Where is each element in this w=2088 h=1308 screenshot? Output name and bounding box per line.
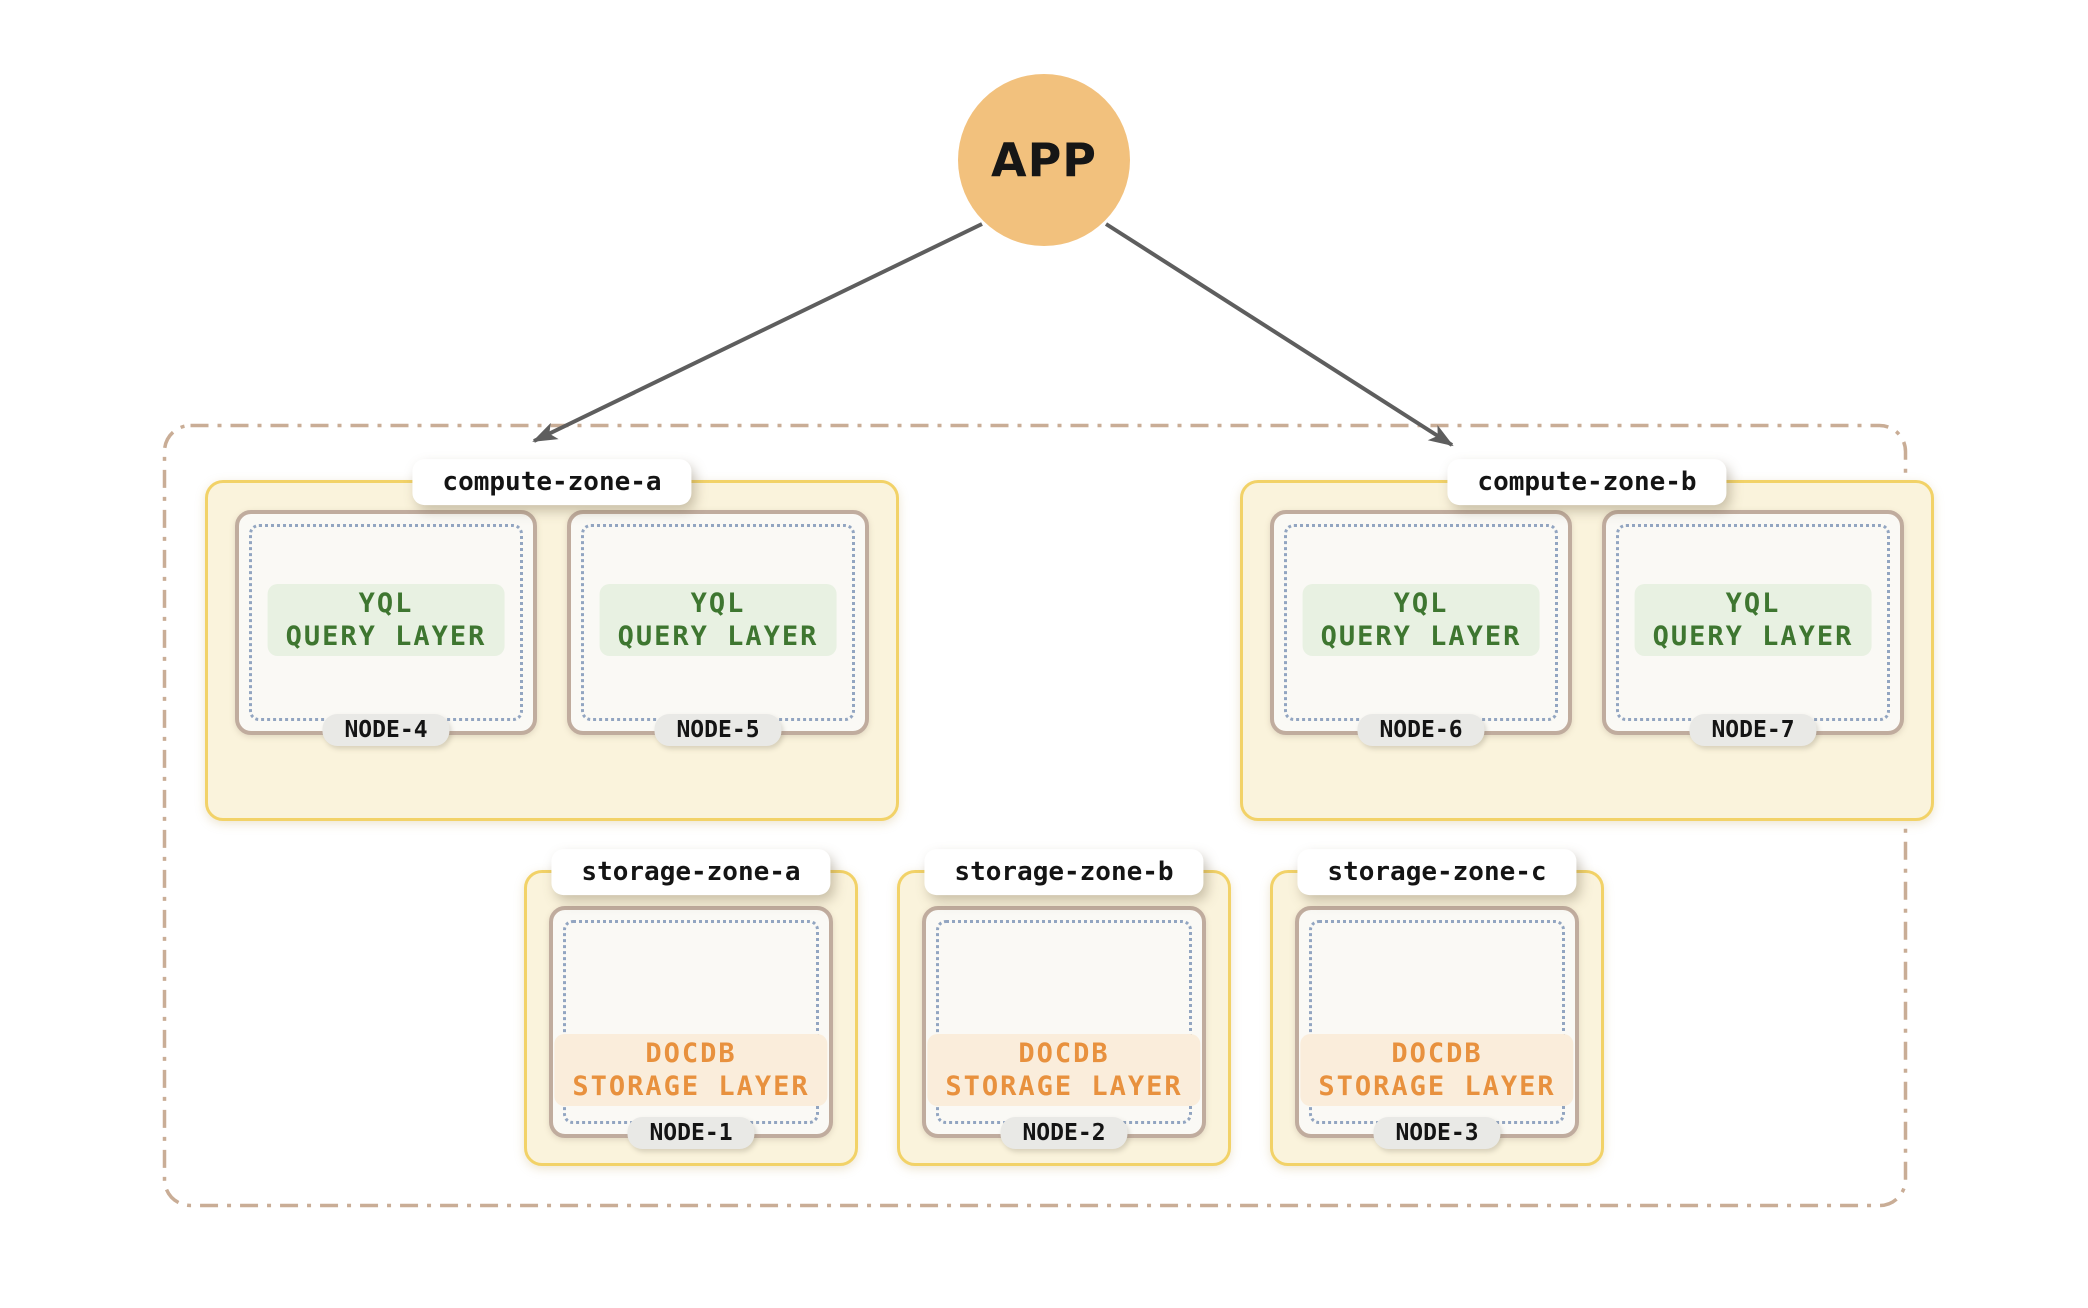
layer-line2: QUERY LAYER — [285, 621, 487, 652]
yql-query-layer-badge: YQL QUERY LAYER — [1634, 584, 1872, 656]
storage-zone-c: storage-zone-c DOCDB STORAGE LAYER NODE-… — [1270, 849, 1604, 1166]
app-label: APP — [990, 133, 1098, 187]
layer-line2: STORAGE LAYER — [1318, 1071, 1556, 1102]
layer-line2: STORAGE LAYER — [572, 1071, 810, 1102]
layer-line1: DOCDB — [1018, 1038, 1110, 1069]
node-1: DOCDB STORAGE LAYER NODE-1 — [549, 906, 833, 1149]
node-4: YQL QUERY LAYER NODE-4 — [235, 510, 537, 746]
node-2: DOCDB STORAGE LAYER NODE-2 — [922, 906, 1206, 1149]
layer-line2: QUERY LAYER — [617, 621, 819, 652]
app-node: APP — [958, 74, 1130, 246]
storage-zone-b: storage-zone-b DOCDB STORAGE LAYER NODE-… — [897, 849, 1231, 1166]
node-id-badge: NODE-5 — [654, 714, 782, 746]
node-id-badge: NODE-1 — [627, 1117, 755, 1149]
zone-name-badge: compute-zone-b — [1447, 459, 1727, 506]
node-id-badge: NODE-4 — [322, 714, 450, 746]
layer-line2: STORAGE LAYER — [945, 1071, 1183, 1102]
node-id-badge: NODE-6 — [1357, 714, 1485, 746]
zone-name-badge: storage-zone-c — [1297, 849, 1577, 896]
layer-line2: QUERY LAYER — [1652, 621, 1854, 652]
zone-name-badge: storage-zone-b — [924, 849, 1204, 896]
arrow-app-to-compute-zone-a — [532, 222, 983, 443]
docdb-storage-layer-badge: DOCDB STORAGE LAYER — [1300, 1034, 1574, 1106]
storage-zone-a: storage-zone-a DOCDB STORAGE LAYER NODE-… — [524, 849, 858, 1166]
layer-line1: YQL — [358, 588, 414, 619]
node-7: YQL QUERY LAYER NODE-7 — [1602, 510, 1904, 746]
layer-line1: DOCDB — [645, 1038, 737, 1069]
node-id-badge: NODE-2 — [1000, 1117, 1128, 1149]
compute-zone-b: compute-zone-b YQL QUERY LAYER NODE-6 YQ… — [1240, 459, 1934, 821]
yql-query-layer-badge: YQL QUERY LAYER — [267, 584, 505, 656]
layer-line1: YQL — [690, 588, 746, 619]
layer-line1: DOCDB — [1391, 1038, 1483, 1069]
node-id-badge: NODE-7 — [1689, 714, 1817, 746]
node-6: YQL QUERY LAYER NODE-6 — [1270, 510, 1572, 746]
yql-query-layer-badge: YQL QUERY LAYER — [1302, 584, 1540, 656]
node-3: DOCDB STORAGE LAYER NODE-3 — [1295, 906, 1579, 1149]
zone-name-badge: compute-zone-a — [412, 459, 692, 506]
layer-line2: QUERY LAYER — [1320, 621, 1522, 652]
node-5: YQL QUERY LAYER NODE-5 — [567, 510, 869, 746]
node-id-badge: NODE-3 — [1373, 1117, 1501, 1149]
docdb-storage-layer-badge: DOCDB STORAGE LAYER — [554, 1034, 828, 1106]
docdb-storage-layer-badge: DOCDB STORAGE LAYER — [927, 1034, 1201, 1106]
arrow-app-to-compute-zone-b — [1104, 222, 1454, 447]
zone-name-badge: storage-zone-a — [551, 849, 831, 896]
layer-line1: YQL — [1393, 588, 1449, 619]
yql-query-layer-badge: YQL QUERY LAYER — [599, 584, 837, 656]
layer-line1: YQL — [1725, 588, 1781, 619]
compute-zone-a: compute-zone-a YQL QUERY LAYER NODE-4 YQ… — [205, 459, 899, 821]
